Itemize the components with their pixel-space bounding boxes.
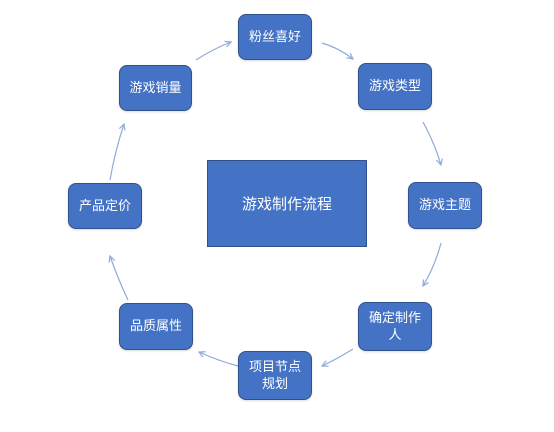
- node-label: 产品定价: [78, 198, 131, 214]
- arrow-game-sales-to-fan-preference: [195, 42, 231, 61]
- arrow-game-theme-to-determine-producer: [423, 242, 442, 286]
- node-label: 游戏类型: [368, 79, 421, 94]
- center-title: 游戏制作流程: [241, 195, 332, 213]
- node-label: 游戏销量: [129, 80, 182, 96]
- arrow-project-milestone-planning-to-quality-attributes: [199, 352, 239, 367]
- node-label: 品质属性: [129, 319, 182, 334]
- node-game-theme: 游戏主题: [408, 182, 482, 229]
- node-label: 确定制作人: [368, 310, 421, 343]
- node-quality-attributes: 品质属性: [119, 303, 193, 350]
- arrow-determine-producer-to-project-milestone-planning: [322, 348, 354, 366]
- node-game-type: 游戏类型: [358, 63, 432, 110]
- node-game-sales: 游戏销量: [119, 65, 192, 111]
- node-fan-preference: 粉丝喜好: [238, 14, 312, 60]
- node-project-milestone-planning: 项目节点规划: [238, 351, 312, 400]
- center-title-box: 游戏制作流程: [207, 160, 367, 247]
- arrow-fan-preference-to-game-type: [321, 42, 353, 59]
- arrow-quality-attributes-to-product-pricing: [110, 256, 129, 301]
- node-determine-producer: 确定制作人: [358, 302, 432, 351]
- node-label: 项目节点规划: [248, 359, 301, 392]
- node-label: 游戏主题: [418, 198, 471, 213]
- node-label: 粉丝喜好: [248, 29, 301, 45]
- arrow-product-pricing-to-game-sales: [109, 124, 124, 181]
- node-product-pricing: 产品定价: [68, 183, 142, 229]
- arrow-game-type-to-game-theme: [422, 121, 441, 165]
